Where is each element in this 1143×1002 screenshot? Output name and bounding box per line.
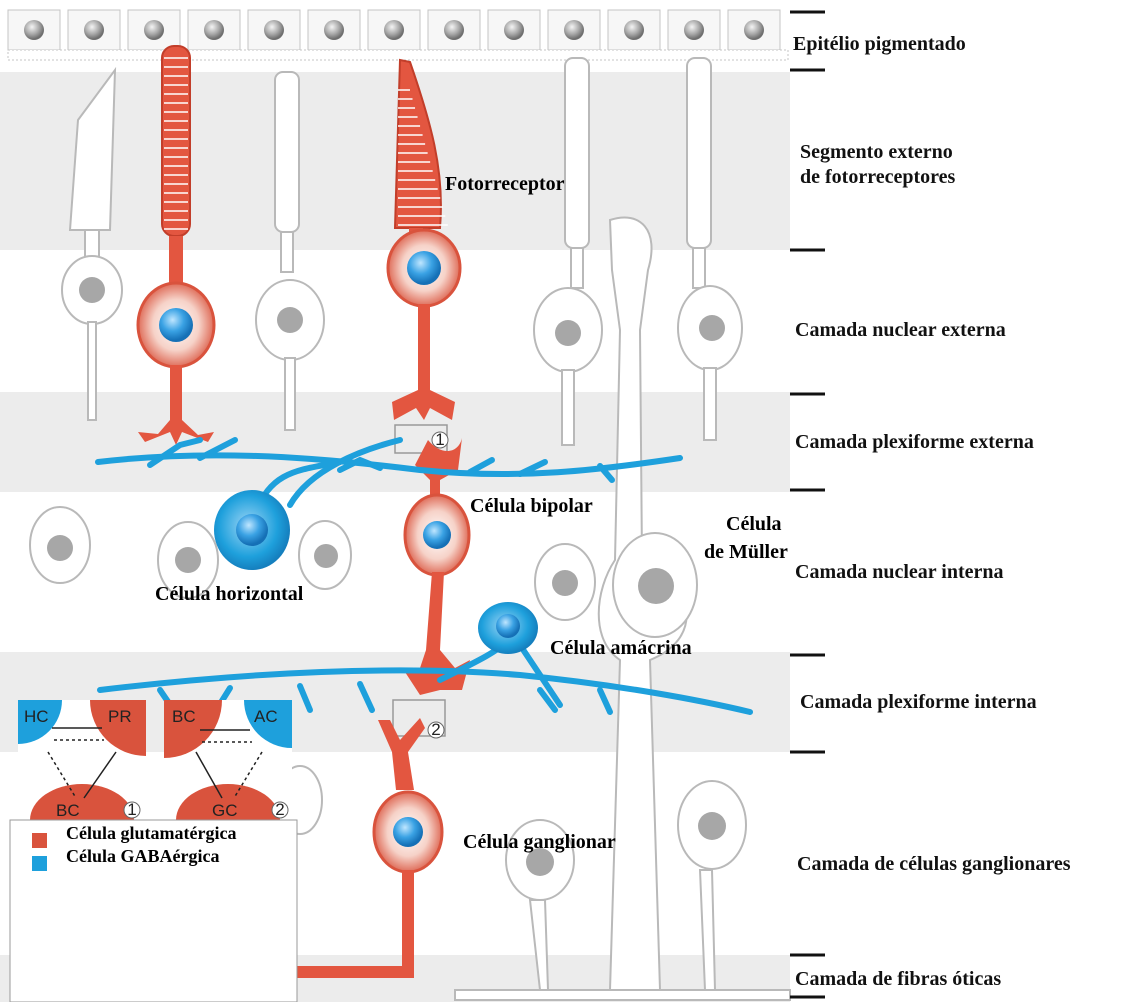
layer-optic-fibers: Camada de fibras óticas	[795, 968, 1001, 990]
legend-item-gabaergic: Célula GABAérgica	[66, 846, 219, 866]
pigment-granule	[84, 20, 104, 40]
inset-2: BC AC GC 2	[164, 700, 292, 820]
layer-ganglion-cells: Camada de células ganglionares	[797, 853, 1071, 875]
inset2-gc: GC	[212, 801, 238, 820]
pigment-granule	[684, 20, 704, 40]
legend-swatch-glutamatergic	[32, 833, 47, 848]
inset-1: HC PR BC 1	[18, 700, 146, 820]
label-amacrine-cell: Célula amácrina	[550, 637, 692, 659]
synapse-marker-1: 1	[435, 430, 444, 449]
layer-inner-plexiform: Camada plexiforme interna	[800, 691, 1037, 713]
inset1-pr: PR	[108, 707, 132, 726]
pigment-epithelium	[8, 10, 788, 60]
label-ganglion-cell: Célula ganglionar	[463, 831, 616, 853]
pigment-granule	[564, 20, 584, 40]
pigment-granule	[624, 20, 644, 40]
inset2-bc: BC	[172, 707, 196, 726]
layer-inner-nuclear: Camada nuclear interna	[795, 561, 1004, 583]
label-muller-line1: Célula	[726, 513, 782, 535]
layer-outer-segment-line2: de fotorreceptores	[800, 166, 956, 188]
pigment-granule	[204, 20, 224, 40]
pigment-granule	[444, 20, 464, 40]
inset1-hc: HC	[24, 707, 49, 726]
layer-outer-segment-line1: Segmento externo	[800, 141, 953, 163]
synapse-marker-2: 2	[431, 720, 440, 739]
pigment-granule	[744, 20, 764, 40]
layer-outer-nuclear: Camada nuclear externa	[795, 319, 1006, 341]
label-photoreceptor: Fotorreceptor	[445, 173, 565, 195]
pigment-granule	[24, 20, 44, 40]
pigment-granule	[144, 20, 164, 40]
label-muller-line2: de Müller	[704, 541, 788, 563]
layer-labels: Epitélio pigmentado Segmento externo de …	[793, 33, 1071, 990]
inset1-bc: BC	[56, 801, 80, 820]
layer-outer-plexiform: Camada plexiforme externa	[795, 431, 1034, 453]
inset1-number: 1	[127, 800, 136, 819]
ganglion-cell-red	[296, 718, 442, 978]
pigment-granule	[264, 20, 284, 40]
legend-item-glutamatergic: Célula glutamatérgica	[66, 823, 236, 843]
horizontal-cell-body	[214, 490, 290, 570]
pigment-granule	[384, 20, 404, 40]
pigment-granule	[324, 20, 344, 40]
pigment-granule	[504, 20, 524, 40]
inset2-ac: AC	[254, 707, 278, 726]
label-bipolar-cell: Célula bipolar	[470, 495, 593, 517]
legend-swatch-gabaergic	[32, 856, 47, 871]
legend: Célula glutamatérgica Célula GABAérgica	[10, 820, 297, 1002]
inset2-number: 2	[275, 800, 284, 819]
pigment-fringe	[8, 50, 788, 60]
layer-pigment-epithelium: Epitélio pigmentado	[793, 33, 966, 55]
label-horizontal-cell: Célula horizontal	[155, 583, 304, 605]
amacrine-cell-body	[478, 602, 538, 654]
